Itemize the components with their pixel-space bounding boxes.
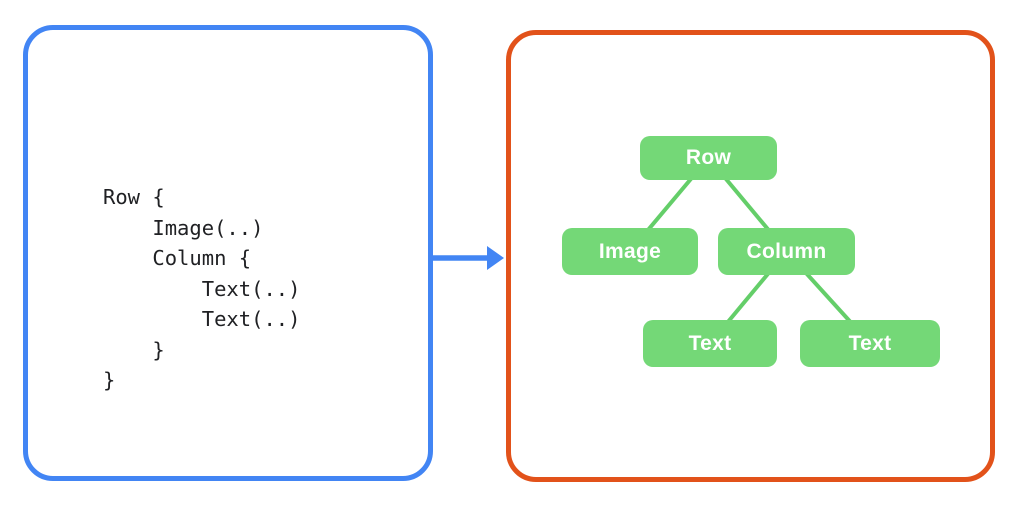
- tree-node-label: Text: [688, 331, 732, 355]
- tree-node-label: Text: [848, 331, 892, 355]
- tree-node-text-1: Text: [643, 320, 777, 367]
- code-line: Image(..): [103, 215, 264, 240]
- code-line: Column {: [103, 246, 252, 270]
- tree-node-label: Row: [685, 146, 732, 169]
- code-panel: Row { Image(..) Column { Text(..) Text(.…: [23, 25, 433, 481]
- code-line: Text(..): [103, 307, 301, 331]
- code-line: }: [103, 337, 165, 362]
- code-line: Row {: [103, 185, 165, 209]
- tree-node-column: Column: [718, 228, 855, 275]
- code-line: Text(..): [103, 276, 301, 301]
- code-block: Row { Image(..) Column { Text(..) Text(.…: [103, 182, 300, 396]
- tree-node-label: Column: [746, 239, 827, 263]
- tree-node-text-2: Text: [800, 320, 940, 367]
- tree-node-label: Image: [598, 239, 662, 263]
- tree-node-row: Row: [640, 136, 777, 180]
- tree-node-image: Image: [562, 228, 698, 275]
- right-arrow-icon: [432, 246, 504, 270]
- code-line: }: [103, 368, 116, 392]
